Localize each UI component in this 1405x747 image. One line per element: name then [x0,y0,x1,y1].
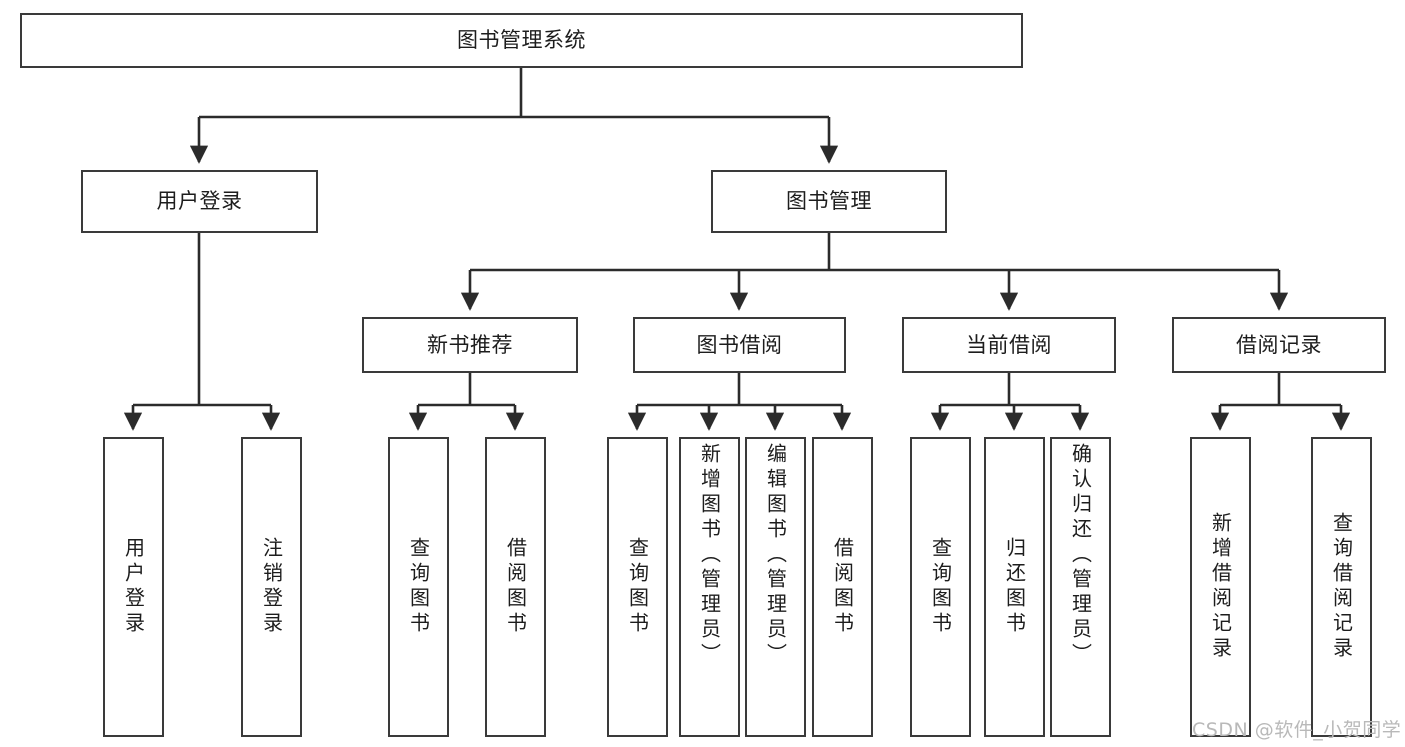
leaf-node[interactable]: 用户登录 [103,437,164,737]
node-current-borrow[interactable]: 当前借阅 [902,317,1116,373]
node-user-login[interactable]: 用户登录 [81,170,318,233]
leaf-node[interactable]: 查询图书 [607,437,668,737]
leaf-node-label: 借阅图书 [503,537,528,637]
csdn-watermark: CSDN @软件_小贺同学 [1192,719,1402,741]
node-user-login-label: 用户登录 [156,189,243,214]
leaf-node[interactable]: 归还图书 [984,437,1045,737]
node-root[interactable]: 图书管理系统 [20,13,1023,68]
leaf-node[interactable]: 借阅图书 [812,437,873,737]
leaf-node-label: 确认归还（管理员） [1068,443,1093,668]
leaf-node[interactable]: 查询借阅记录 [1311,437,1372,737]
leaf-node[interactable]: 借阅图书 [485,437,546,737]
node-current-borrow-label: 当前借阅 [966,332,1052,357]
node-book-borrow-label: 图书借阅 [696,332,783,357]
node-book-management[interactable]: 图书管理 [711,170,947,233]
leaf-node-label: 借阅图书 [830,537,855,637]
node-book-management-label: 图书管理 [786,189,872,214]
leaf-node[interactable]: 编辑图书（管理员） [745,437,806,737]
leaf-node[interactable]: 注销登录 [241,437,302,737]
leaf-node-label: 查询图书 [406,537,431,637]
leaf-node-label: 新增借阅记录 [1208,512,1233,662]
leaf-node[interactable]: 新增借阅记录 [1190,437,1251,737]
node-new-book-recommendation-label: 新书推荐 [427,332,513,357]
leaf-node-label: 编辑图书（管理员） [763,443,788,668]
leaf-node[interactable]: 确认归还（管理员） [1050,437,1111,737]
node-borrow-records[interactable]: 借阅记录 [1172,317,1386,373]
leaf-node-label: 注销登录 [259,537,284,637]
leaf-node[interactable]: 新增图书（管理员） [679,437,740,737]
node-new-book-recommendation[interactable]: 新书推荐 [362,317,578,373]
leaf-node-label: 新增图书（管理员） [697,443,722,668]
leaf-node-label: 归还图书 [1002,537,1027,637]
leaf-node-label: 查询图书 [625,537,650,637]
node-book-borrow[interactable]: 图书借阅 [633,317,846,373]
leaf-node-label: 用户登录 [121,537,146,637]
leaf-node-label: 查询图书 [928,537,953,637]
leaf-node[interactable]: 查询图书 [388,437,449,737]
node-root-label: 图书管理系统 [457,28,586,53]
leaf-node-label: 查询借阅记录 [1329,512,1354,662]
leaf-node[interactable]: 查询图书 [910,437,971,737]
node-borrow-records-label: 借阅记录 [1236,332,1322,357]
